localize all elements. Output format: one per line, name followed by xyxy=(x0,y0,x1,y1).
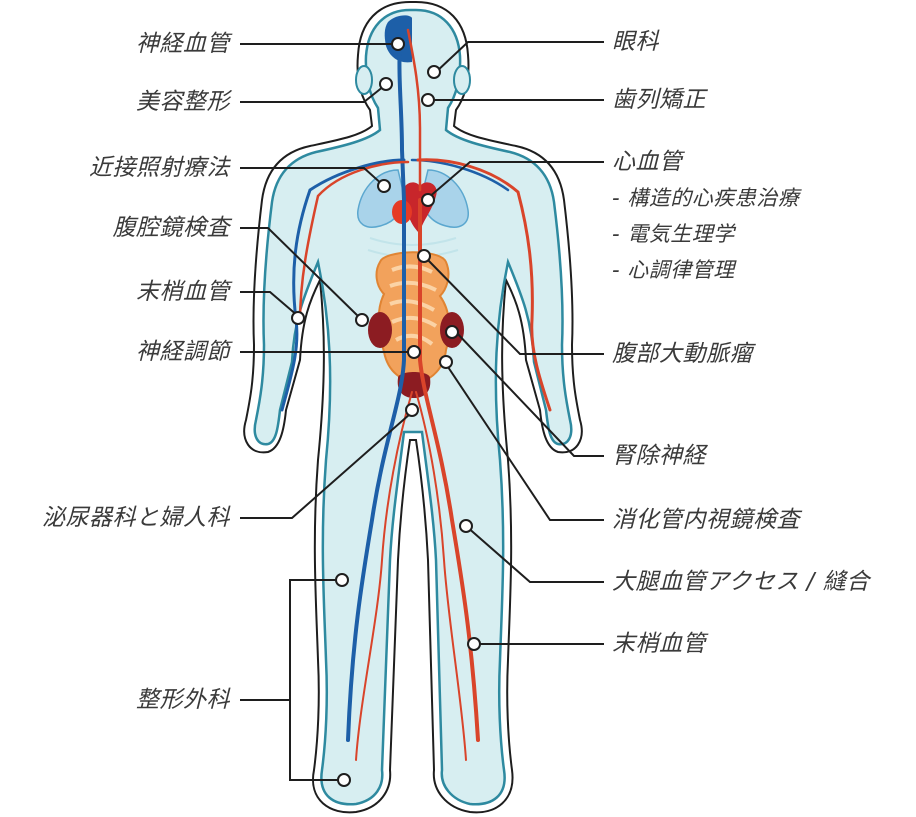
marker-peripheral-left xyxy=(292,312,304,324)
label-rhythm-management: - 心調律管理 xyxy=(612,256,735,284)
marker-cardiovascular xyxy=(422,194,434,206)
label-renal-denervation: 腎除神経 xyxy=(612,442,706,470)
marker-cosmetic xyxy=(380,78,392,90)
label-structural-heart: - 構造的心疾患治療 xyxy=(612,184,799,212)
label-ophthalmology: 眼科 xyxy=(612,28,659,56)
marker-renal xyxy=(446,326,458,338)
marker-urology xyxy=(406,404,418,416)
marker-gi xyxy=(440,356,452,368)
marker-laparoscopy xyxy=(356,314,368,326)
label-cardiovascular: 心血管 xyxy=(612,148,683,176)
marker-peripheral-right xyxy=(468,638,480,650)
marker-ophthalmology xyxy=(428,66,440,78)
label-cosmetic-surgery: 美容整形 xyxy=(136,88,230,116)
label-neurovascular: 神経血管 xyxy=(136,30,230,58)
label-gi-endoscopy: 消化管内視鏡検査 xyxy=(612,506,800,534)
marker-orthodontics xyxy=(422,94,434,106)
label-electrophysiology: - 電気生理学 xyxy=(612,220,735,248)
label-abdominal-aortic-aneurysm: 腹部大動脈瘤 xyxy=(612,340,753,368)
left-kidney xyxy=(368,312,392,348)
marker-aaa xyxy=(418,250,430,262)
left-ear xyxy=(356,66,372,94)
marker-orthopedics-lower xyxy=(338,774,350,786)
marker-brachytherapy xyxy=(378,180,390,192)
marker-femoral xyxy=(460,520,472,532)
label-peripheral-vascular-right: 末梢血管 xyxy=(612,630,706,658)
label-neuromodulation: 神経調節 xyxy=(136,338,230,366)
right-ear xyxy=(454,66,470,94)
label-peripheral-vascular-left: 末梢血管 xyxy=(136,278,230,306)
marker-orthopedics-upper xyxy=(336,574,348,586)
label-brachytherapy: 近接照射療法 xyxy=(89,154,230,182)
label-laparoscopy: 腹腔鏡検査 xyxy=(113,214,231,242)
label-urology-gynecology: 泌尿器科と婦人科 xyxy=(42,504,230,532)
marker-neuromodulation xyxy=(408,346,420,358)
label-femoral-access: 大腿血管アクセス / 縫合 xyxy=(612,568,870,596)
marker-neurovascular xyxy=(392,38,404,50)
label-orthodontics: 歯列矯正 xyxy=(612,86,706,114)
label-orthopedics: 整形外科 xyxy=(136,686,230,714)
